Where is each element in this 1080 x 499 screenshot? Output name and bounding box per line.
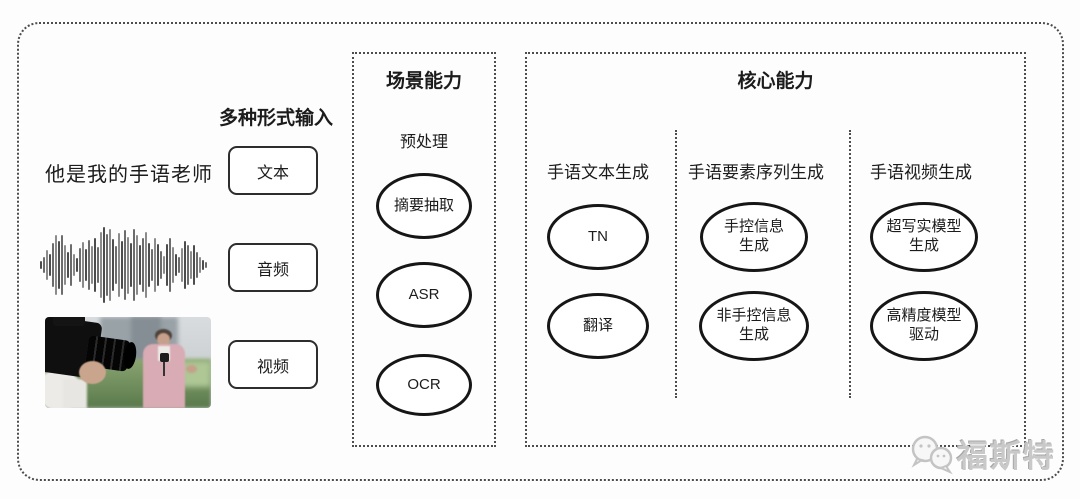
audio-input-box: 音频 xyxy=(228,243,318,292)
header-sign-element-sequence-generation: 手语要素序列生成 xyxy=(688,163,824,182)
scene-capability-box: 场景能力 预处理 摘要抽取 ASR OCR xyxy=(352,52,496,447)
header-sign-text-generation: 手语文本生成 xyxy=(547,163,649,182)
input-header: 多种形式输入 xyxy=(218,108,334,129)
node-ocr: OCR xyxy=(376,354,472,416)
photo-camera-top xyxy=(53,317,85,326)
watermark-chat-logo-icon xyxy=(911,435,953,475)
node-non-manual-info-generation: 非手控信息 生成 xyxy=(699,291,809,361)
text-input-box: 文本 xyxy=(228,146,318,195)
node-tn: TN xyxy=(547,204,649,270)
audio-waveform xyxy=(40,227,208,303)
node-translation: 翻译 xyxy=(547,293,649,359)
core-box-title: 核心能力 xyxy=(737,71,814,92)
sample-sentence: 他是我的手语老师 xyxy=(45,164,213,186)
photo-cameraman-arm xyxy=(63,379,87,408)
column-divider-1 xyxy=(675,130,677,398)
video-input-box: 视频 xyxy=(228,340,318,389)
preprocess-label: 预处理 xyxy=(399,134,449,151)
video-thumbnail xyxy=(45,317,211,408)
node-high-precision-model-driving: 高精度模型 驱动 xyxy=(870,291,978,361)
photo-microphone-icon xyxy=(160,353,169,362)
core-capability-box: 核心能力 手语文本生成 手语要素序列生成 手语视频生成 TN 翻译 手控信息 生… xyxy=(525,52,1026,447)
photo-reporter-hand xyxy=(186,365,197,373)
column-divider-2 xyxy=(849,130,851,398)
node-asr: ASR xyxy=(376,262,472,328)
photo-reporter-face xyxy=(157,333,170,346)
watermark-brand-text: 福斯特 xyxy=(957,439,1056,474)
scene-box-title: 场景能力 xyxy=(385,71,463,92)
photo-cameraman-hand xyxy=(79,361,106,384)
outer-border xyxy=(17,22,1064,481)
photo-microphone-handle xyxy=(163,362,165,376)
node-hyperrealistic-model-generation: 超写实模型 生成 xyxy=(870,202,978,272)
node-manual-info-generation: 手控信息 生成 xyxy=(700,202,808,272)
node-summary-extraction: 摘要抽取 xyxy=(376,173,472,239)
header-sign-video-generation: 手语视频生成 xyxy=(870,163,972,182)
